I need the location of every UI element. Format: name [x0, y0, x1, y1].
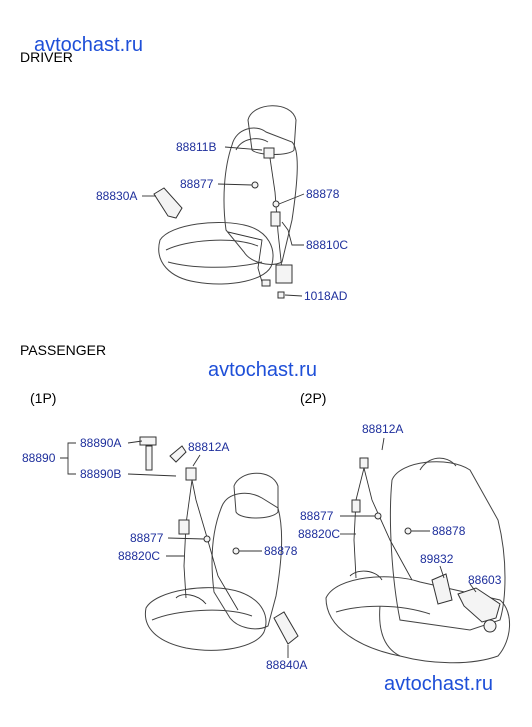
part-label-88812a-2p: 88812A [362, 422, 404, 436]
part-label-88877-2p: 88877 [300, 509, 334, 523]
part-label-88811b: 88811B [176, 140, 217, 154]
part-label-88878-2p: 88878 [432, 524, 466, 538]
part-label-88812a-1p: 88812A [188, 440, 230, 454]
part-label-88820c-2p: 88820C [298, 527, 341, 541]
part-label-88830a: 88830A [96, 189, 138, 203]
subsection-1p-heading: (1P) [30, 390, 57, 406]
part-label-88877-1p: 88877 [130, 531, 164, 545]
section-driver-heading: DRIVER [20, 49, 73, 65]
watermark-bottom: avtochast.ru [384, 673, 493, 695]
part-label-88810c: 88810C [306, 238, 349, 252]
part-label-88878-driver: 88878 [306, 187, 340, 201]
part-label-89832: 89832 [420, 552, 454, 566]
p2-leaders [340, 437, 477, 593]
p2-seat-drawing [325, 457, 511, 664]
part-label-88840a: 88840A [266, 658, 308, 672]
driver-leaders [142, 146, 305, 297]
p1-seat-drawing [144, 472, 283, 651]
part-label-88878-1p: 88878 [264, 544, 298, 558]
part-label-1018ad: 1018AD [304, 289, 348, 303]
watermark-middle: avtochast.ru [208, 359, 317, 381]
p2-belt-drawing [349, 457, 501, 633]
part-label-88890: 88890 [22, 451, 56, 465]
driver-seat-drawing [158, 105, 298, 285]
subsection-2p-heading: (2P) [300, 390, 327, 406]
section-passenger-heading: PASSENGER [20, 342, 107, 358]
driver-belt-drawing [153, 147, 293, 299]
part-label-88890b: 88890B [80, 467, 122, 481]
p1-leaders [60, 440, 289, 658]
watermark-top: avtochast.ru [34, 34, 143, 56]
part-label-88890a: 88890A [80, 436, 122, 450]
part-label-88820c-1p: 88820C [118, 549, 161, 563]
part-label-88877-driver: 88877 [180, 177, 214, 191]
p1-belt-drawing [139, 436, 299, 645]
part-label-88603: 88603 [468, 573, 502, 587]
